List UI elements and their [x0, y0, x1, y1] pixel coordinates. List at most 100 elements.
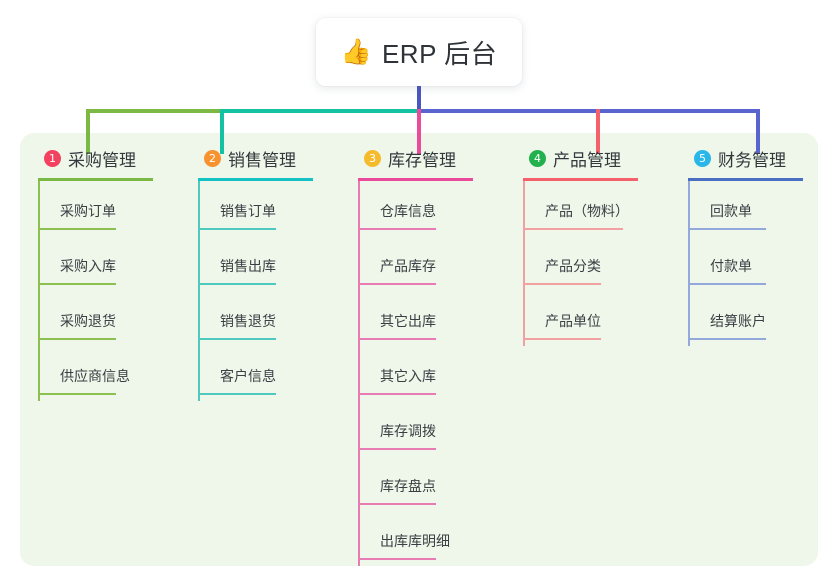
leaf-item-label: 采购入库: [60, 258, 116, 274]
root-node-title: ERP 后台: [381, 38, 498, 69]
leaf-item-underline: [523, 228, 623, 230]
leaf-item[interactable]: 产品库存: [358, 236, 473, 291]
branch-header-采购管理[interactable]: 1 采购管理: [38, 145, 153, 171]
branch-leaf-list: 采购订单采购入库采购退货供应商信息: [38, 181, 153, 401]
leaf-item[interactable]: 库存调拨: [358, 401, 473, 456]
leaf-item[interactable]: 采购入库: [38, 236, 153, 291]
leaf-item-label: 采购订单: [60, 203, 116, 219]
leaf-item-label: 销售订单: [220, 203, 276, 219]
branch-spine: [688, 181, 690, 346]
leaf-item[interactable]: 产品（物料）: [523, 181, 638, 236]
leaf-item-underline: [358, 448, 436, 450]
branch-header-财务管理[interactable]: 5 财务管理: [688, 145, 803, 171]
branch-stub-1: [86, 109, 90, 154]
leaf-item[interactable]: 其它出库: [358, 291, 473, 346]
leaf-item-underline: [198, 228, 276, 230]
bus-segment-green: [86, 109, 221, 113]
leaf-item-underline: [688, 283, 766, 285]
branch-spine: [523, 181, 525, 346]
leaf-item-underline: [38, 283, 116, 285]
branch-stub-4: [596, 109, 600, 154]
leaf-item[interactable]: 销售出库: [198, 236, 313, 291]
leaf-item[interactable]: 销售退货: [198, 291, 313, 346]
leaf-item[interactable]: 供应商信息: [38, 346, 153, 401]
leaf-item-underline: [358, 283, 436, 285]
branch-stub-3: [417, 109, 421, 154]
leaf-item-underline: [198, 283, 276, 285]
branch-title: 库存管理: [388, 150, 456, 170]
bus-segment-teal: [220, 109, 418, 113]
leaf-item-label: 销售退货: [220, 313, 276, 329]
branch-title: 产品管理: [553, 150, 621, 170]
leaf-item-underline: [198, 338, 276, 340]
branch-spine: [198, 181, 200, 401]
leaf-item[interactable]: 回款单: [688, 181, 803, 236]
leaf-item[interactable]: 采购订单: [38, 181, 153, 236]
branch-column-4: 4 产品管理产品（物料）产品分类产品单位: [523, 145, 638, 346]
leaf-item[interactable]: 仓库信息: [358, 181, 473, 236]
leaf-item-label: 出库库明细: [380, 533, 450, 549]
leaf-item-label: 产品单位: [545, 313, 601, 329]
branch-title: 财务管理: [718, 150, 786, 170]
leaf-item-label: 库存调拨: [380, 423, 436, 439]
content-panel: [20, 133, 818, 566]
leaf-item-underline: [358, 338, 436, 340]
leaf-item-underline: [688, 338, 766, 340]
branch-number-badge: 2: [204, 149, 221, 167]
branch-header-销售管理[interactable]: 2 销售管理: [198, 145, 313, 171]
branch-number-badge: 5: [694, 149, 711, 167]
leaf-item-label: 其它出库: [380, 313, 436, 329]
trunk-connector: [417, 86, 421, 111]
branch-leaf-list: 回款单付款单结算账户: [688, 181, 803, 346]
leaf-item-underline: [523, 338, 601, 340]
leaf-item-underline: [38, 228, 116, 230]
leaf-item-label: 产品库存: [380, 258, 436, 274]
branch-underline: [523, 178, 638, 181]
branch-title: 销售管理: [228, 150, 296, 170]
leaf-item-underline: [358, 558, 436, 560]
branch-underline: [198, 178, 313, 181]
branch-underline: [358, 178, 473, 181]
root-node-erp-backend[interactable]: 👍 ERP 后台: [316, 18, 522, 86]
branch-column-2: 2 销售管理销售订单销售出库销售退货客户信息: [198, 145, 313, 401]
branch-title: 采购管理: [68, 150, 136, 170]
leaf-item[interactable]: 结算账户: [688, 291, 803, 346]
branch-leaf-list: 销售订单销售出库销售退货客户信息: [198, 181, 313, 401]
branch-number-badge: 3: [364, 149, 381, 167]
leaf-item[interactable]: 销售订单: [198, 181, 313, 236]
leaf-item-underline: [38, 393, 116, 395]
leaf-item-underline: [358, 228, 436, 230]
leaf-item-underline: [358, 503, 436, 505]
leaf-item[interactable]: 出库库明细: [358, 511, 473, 566]
branch-stub-2: [220, 109, 224, 154]
branch-stub-5: [756, 109, 760, 154]
bus-segment-blue: [417, 109, 760, 113]
branch-spine: [38, 181, 40, 401]
leaf-item[interactable]: 其它入库: [358, 346, 473, 401]
leaf-item[interactable]: 库存盘点: [358, 456, 473, 511]
leaf-item[interactable]: 客户信息: [198, 346, 313, 401]
leaf-item-label: 库存盘点: [380, 478, 436, 494]
branch-leaf-list: 仓库信息产品库存其它出库其它入库库存调拨库存盘点出库库明细: [358, 181, 473, 566]
leaf-item-underline: [38, 338, 116, 340]
leaf-item-underline: [523, 283, 601, 285]
leaf-item-underline: [358, 393, 436, 395]
branch-number-badge: 4: [529, 149, 546, 167]
leaf-item-label: 回款单: [710, 203, 752, 219]
leaf-item-label: 供应商信息: [60, 368, 130, 384]
leaf-item[interactable]: 付款单: [688, 236, 803, 291]
leaf-item-underline: [198, 393, 276, 395]
branch-spine: [358, 181, 360, 566]
leaf-item[interactable]: 采购退货: [38, 291, 153, 346]
leaf-item[interactable]: 产品分类: [523, 236, 638, 291]
branch-header-产品管理[interactable]: 4 产品管理: [523, 145, 638, 171]
branch-column-1: 1 采购管理采购订单采购入库采购退货供应商信息: [38, 145, 153, 401]
branch-leaf-list: 产品（物料）产品分类产品单位: [523, 181, 638, 346]
leaf-item-label: 仓库信息: [380, 203, 436, 219]
branch-column-5: 5 财务管理回款单付款单结算账户: [688, 145, 803, 346]
leaf-item[interactable]: 产品单位: [523, 291, 638, 346]
branch-underline: [688, 178, 803, 181]
leaf-item-label: 付款单: [710, 258, 752, 274]
branch-number-badge: 1: [44, 149, 61, 167]
branch-header-库存管理[interactable]: 3 库存管理: [358, 145, 473, 171]
